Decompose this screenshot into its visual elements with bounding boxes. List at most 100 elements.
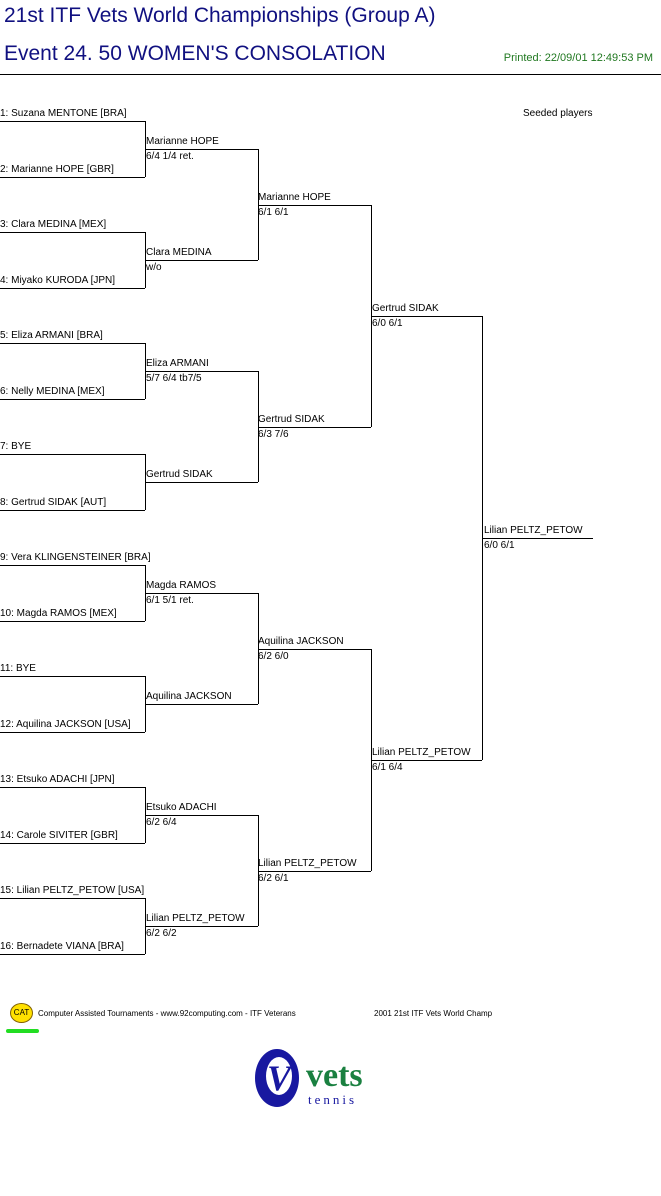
bracket-line: [145, 565, 146, 621]
match-score: 6/4 1/4 ret.: [146, 151, 194, 162]
bracket-line: [146, 260, 258, 261]
tournament-title: 21st ITF Vets World Championships (Group…: [4, 4, 436, 27]
bracket-line: [371, 649, 372, 871]
bracket-line: [145, 232, 146, 288]
player-entry: 7: BYE: [0, 441, 32, 452]
bracket-line: [372, 316, 482, 317]
bracket-line: [258, 815, 259, 926]
bracket-line: [145, 454, 146, 510]
match-score: 6/2 6/0: [258, 651, 289, 662]
player-entry: 2: Marianne HOPE [GBR]: [0, 164, 114, 175]
bracket-line: [0, 510, 145, 511]
bracket-line: [145, 121, 146, 177]
match-winner: Marianne HOPE: [258, 192, 331, 203]
match-winner: Magda RAMOS: [146, 580, 217, 591]
logo-word: vets: [306, 1057, 363, 1094]
bracket-line: [258, 371, 259, 482]
bracket-line: [0, 177, 145, 178]
logo-letter: V: [267, 1058, 294, 1098]
match-winner: Lilian PELTZ_PETOW: [372, 747, 471, 758]
match-winner: Gertrud SIDAK: [146, 469, 213, 480]
bracket-line: [371, 205, 372, 427]
bracket-line: [0, 454, 145, 455]
match-winner: Aquilina JACKSON: [146, 691, 232, 702]
match-winner: Gertrud SIDAK: [372, 303, 439, 314]
player-entry: 16: Bernadete VIANA [BRA]: [0, 941, 124, 952]
bracket-line: [145, 343, 146, 399]
match-score: 6/3 7/6: [258, 429, 289, 440]
bracket-line: [0, 843, 145, 844]
player-entry: 6: Nelly MEDINA [MEX]: [0, 386, 105, 397]
match-winner: Aquilina JACKSON: [258, 636, 344, 647]
player-entry: 11: BYE: [0, 663, 36, 674]
match-winner: Lilian PELTZ_PETOW: [146, 913, 245, 924]
footer-event-name: 2001 21st ITF Vets World Champ: [374, 1009, 493, 1018]
match-score: 6/1 6/4: [372, 762, 403, 773]
match-score: w/o: [146, 262, 162, 273]
bracket-line: [0, 954, 145, 955]
match-winner: Marianne HOPE: [146, 136, 219, 147]
event-title: Event 24. 50 WOMEN'S CONSOLATION: [4, 42, 386, 65]
match-winner: Gertrud SIDAK: [258, 414, 325, 425]
final-score: 6/0 6/1: [484, 540, 515, 551]
cat-logo-icon: CAT: [10, 1003, 33, 1023]
player-entry: 1: Suzana MENTONE [BRA]: [0, 108, 127, 119]
player-entry: 15: Lilian PELTZ_PETOW [USA]: [0, 885, 145, 896]
bracket-line: [0, 399, 145, 400]
match-winner: Lilian PELTZ_PETOW: [258, 858, 357, 869]
bracket-line: [258, 593, 259, 704]
bracket-line: [483, 538, 593, 539]
bracket-line: [145, 676, 146, 732]
match-winner: Eliza ARMANI: [146, 358, 209, 369]
bracket-line: [372, 760, 482, 761]
bracket-line: [146, 149, 258, 150]
bracket-line: [0, 787, 145, 788]
player-entry: 10: Magda RAMOS [MEX]: [0, 608, 117, 619]
match-score: 6/1 6/1: [258, 207, 289, 218]
player-entry: 5: Eliza ARMANI [BRA]: [0, 330, 103, 341]
match-score: 5/7 6/4 tb7/5: [146, 373, 202, 384]
seeded-players-label: Seeded players: [523, 108, 593, 119]
bracket-line: [0, 565, 145, 566]
match-score: 6/0 6/1: [372, 318, 403, 329]
bracket-line: [0, 898, 145, 899]
bracket-line: [482, 316, 483, 760]
bracket-line: [0, 121, 145, 122]
bracket-line: [258, 649, 371, 650]
bracket-line: [146, 926, 258, 927]
match-score: 6/2 6/4: [146, 817, 177, 828]
player-entry: 14: Carole SIVITER [GBR]: [0, 830, 118, 841]
bracket-line: [258, 871, 371, 872]
footer-credits: Computer Assisted Tournaments - www.92co…: [38, 1009, 296, 1018]
bracket-line: [146, 704, 258, 705]
bracket-line: [0, 232, 145, 233]
bracket-line: [0, 288, 145, 289]
player-entry: 3: Clara MEDINA [MEX]: [0, 219, 107, 230]
cat-underline: [6, 1029, 39, 1033]
vets-tennis-logo: V vets tennis: [255, 1049, 363, 1107]
bracket-line: [145, 787, 146, 843]
match-score: 6/2 6/1: [258, 873, 289, 884]
match-score: 6/2 6/2: [146, 928, 177, 939]
match-winner: Etsuko ADACHI: [146, 802, 217, 813]
match-score: 6/1 5/1 ret.: [146, 595, 194, 606]
bracket-line: [145, 898, 146, 954]
bracket-line: [146, 371, 258, 372]
bracket-line: [258, 205, 371, 206]
player-entry: 9: Vera KLINGENSTEINER [BRA]: [0, 552, 151, 563]
player-entry: 13: Etsuko ADACHI [JPN]: [0, 774, 115, 785]
bracket-line: [0, 343, 145, 344]
logo-subword: tennis: [308, 1092, 357, 1107]
match-winner: Clara MEDINA: [146, 247, 212, 258]
printed-timestamp: Printed: 22/09/01 12:49:53 PM: [503, 52, 653, 64]
player-entry: 8: Gertrud SIDAK [AUT]: [0, 497, 107, 508]
champion-name: Lilian PELTZ_PETOW: [484, 525, 583, 536]
player-entry: 4: Miyako KURODA [JPN]: [0, 275, 116, 286]
bracket-line: [146, 482, 258, 483]
bracket-line: [0, 621, 145, 622]
player-entry: 12: Aquilina JACKSON [USA]: [0, 719, 131, 730]
header-divider: [0, 74, 661, 75]
bracket-line: [146, 815, 258, 816]
bracket-line: [0, 676, 145, 677]
bracket-line: [258, 427, 371, 428]
